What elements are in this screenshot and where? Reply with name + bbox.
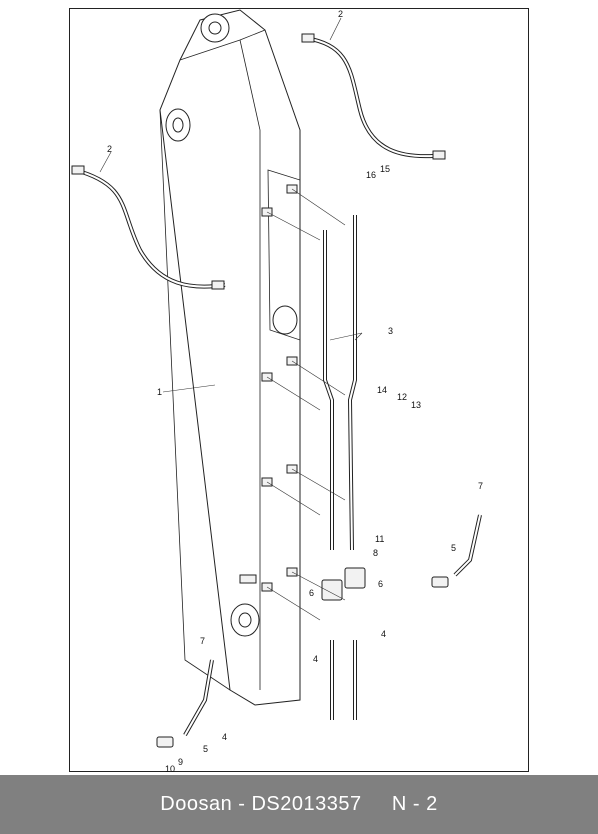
- callout-4-a: 4: [381, 629, 386, 639]
- callout-7-left: 7: [200, 636, 205, 646]
- callout-11: 11: [375, 534, 384, 544]
- hose-right: [301, 33, 446, 160]
- callout-3: 3: [388, 326, 393, 336]
- callout-12: 12: [397, 392, 407, 402]
- pipe-assembly: [321, 215, 366, 720]
- pipe-left-assembly: [156, 659, 214, 748]
- callout-leaders: [99, 17, 363, 393]
- pipe-right-assembly: [431, 514, 482, 588]
- hose-left: [71, 165, 226, 290]
- footer-bar: Doosan - DS2013357 N - 2: [0, 775, 598, 834]
- clamp-brackets: [239, 184, 346, 621]
- callout-13: 13: [411, 400, 421, 410]
- callout-9: 9: [178, 757, 183, 767]
- callout-5-left: 5: [203, 744, 208, 754]
- callout-4-b: 4: [313, 654, 318, 664]
- callout-8: 8: [373, 548, 378, 558]
- callout-6-b: 6: [378, 579, 383, 589]
- callout-6-a: 6: [309, 588, 314, 598]
- callout-4-left: 4: [222, 732, 227, 742]
- callout-labels: 1 2 2 3 4 4 4 5 5 6 6 7 7 8 9 10 11 12 1…: [107, 9, 483, 774]
- callout-5-right: 5: [451, 543, 456, 553]
- callout-2-right: 2: [338, 9, 343, 19]
- boom-arm: [159, 9, 301, 706]
- callout-15: 15: [380, 164, 390, 174]
- callout-14: 14: [377, 385, 387, 395]
- callout-10: 10: [165, 764, 175, 774]
- parts-diagram: 1 2 2 3 4 4 4 5 5 6 6 7 7 8 9 10 11 12 1…: [71, 9, 483, 774]
- callout-1: 1: [157, 387, 162, 397]
- callout-16: 16: [366, 170, 376, 180]
- callout-7-right: 7: [478, 481, 483, 491]
- footer-text: Doosan - DS2013357 N - 2: [160, 793, 438, 815]
- callout-2-left: 2: [107, 144, 112, 154]
